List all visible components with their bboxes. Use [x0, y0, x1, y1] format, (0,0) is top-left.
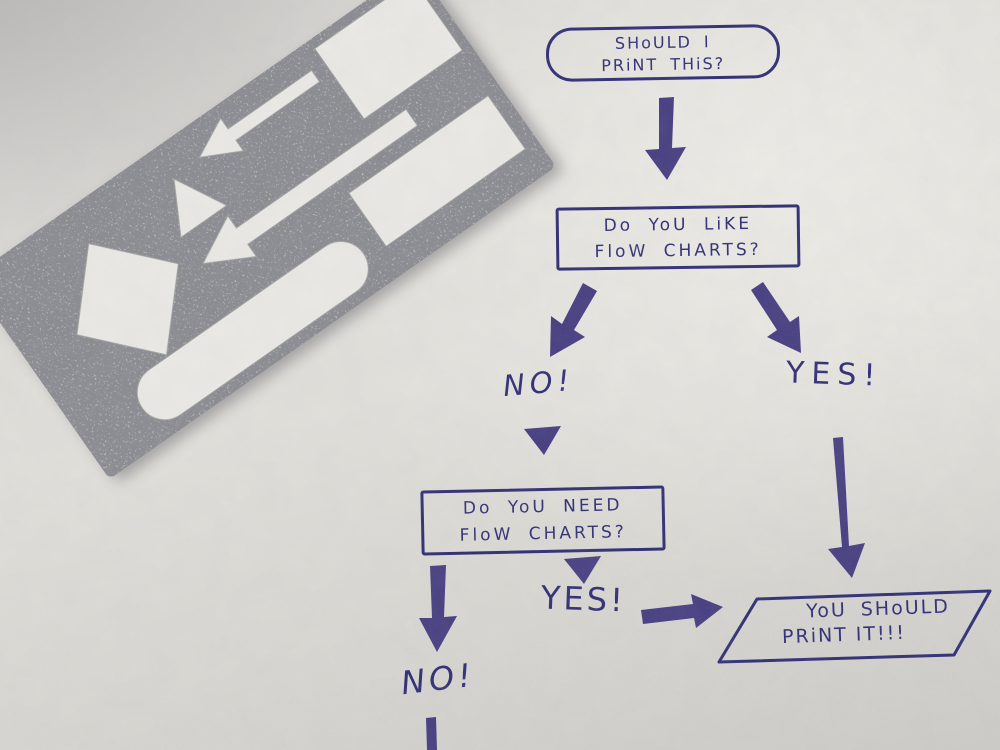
arrow-q1-to-no — [550, 283, 597, 357]
q1-node-line1: Do YoU LiKE — [603, 213, 753, 236]
q2-node-line1: Do YoU NEED — [462, 494, 623, 519]
arrow-q2-to-no — [419, 565, 457, 652]
arrow-q1-to-yes — [751, 282, 801, 353]
stencil-svg — [0, 0, 554, 477]
line-no-continues — [426, 717, 437, 750]
start-node-line2: PRiNT THiS? — [601, 53, 726, 76]
question-like-flowcharts-node: Do YoU LiKE FloW CHARTS? — [555, 204, 801, 271]
label-q1-no: NO! — [501, 362, 576, 404]
q1-node-line2: FloW CHARTS? — [594, 239, 762, 262]
question-need-flowcharts-node: Do YoU NEED FloW CHARTS? — [420, 485, 666, 556]
stencil-body — [0, 0, 554, 477]
start-node-line1: SHoULD I — [614, 32, 711, 53]
triangle-no-to-q2 — [524, 426, 561, 455]
result-node-line2: PRiNT IT!!! — [781, 621, 907, 649]
label-q1-yes: YES! — [785, 355, 883, 394]
result-node-line1: YoU SHoULD — [805, 595, 951, 623]
print-stencil — [0, 0, 556, 479]
start-node: SHoULD I PRiNT THiS? — [545, 23, 781, 83]
q2-node-line2: FloW CHARTS? — [459, 521, 628, 546]
arrow-yes-to-result — [828, 437, 865, 578]
arrow-q2yes-to-result — [641, 594, 723, 628]
label-q2-yes: YES! — [540, 578, 627, 620]
arrow-start-to-q1 — [645, 97, 686, 180]
label-q2-no: NO! — [398, 655, 477, 703]
